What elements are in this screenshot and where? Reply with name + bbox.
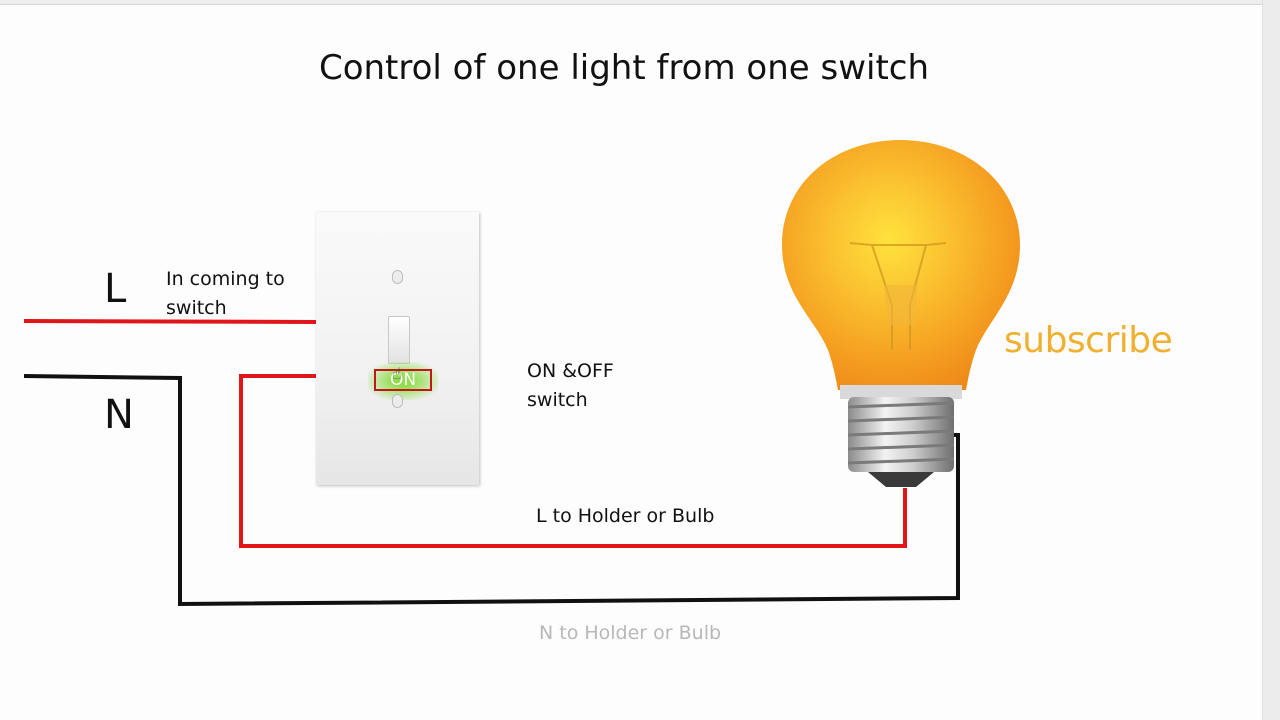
incoming-note: In coming to switch <box>166 268 285 319</box>
screw-icon <box>392 270 403 284</box>
window-right-edge <box>1262 0 1280 720</box>
neutral-label: N <box>104 392 134 438</box>
live-incoming-wire <box>23 319 317 324</box>
toggle-lever[interactable] <box>388 316 410 364</box>
bulb-glass <box>782 140 1020 390</box>
on-glow <box>368 362 438 400</box>
bulb-base <box>847 397 955 487</box>
screw-icon <box>392 394 403 408</box>
page-title: Control of one light from one switch <box>318 48 930 88</box>
light-bulb-icon <box>782 140 1020 487</box>
neutral-to-holder-note: N to Holder or Bulb <box>539 622 722 644</box>
neutral-wire <box>23 374 960 607</box>
pointer-cursor-icon: ☝ <box>392 364 402 383</box>
window-top-edge <box>0 0 1262 5</box>
switch-state-indicator: ON <box>374 369 432 391</box>
subscribe-text[interactable]: subscribe <box>1004 320 1173 361</box>
live-label: L <box>104 266 127 312</box>
live-to-bulb-wire <box>239 374 907 548</box>
live-to-holder-note: L to Holder or Bulb <box>536 505 715 527</box>
switch-icon: ON ☝ <box>316 212 479 485</box>
bulb-filament <box>849 242 947 350</box>
switch-note: ON &OFF switch <box>527 360 614 411</box>
